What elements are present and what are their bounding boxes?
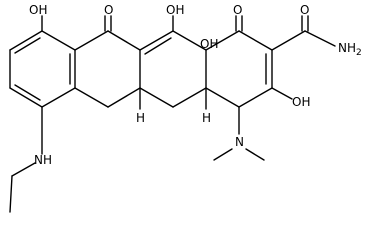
bond	[107, 30, 141, 51]
bond	[205, 87, 240, 108]
bond	[14, 37, 41, 54]
bond	[139, 87, 174, 108]
atom-label-o-ketone-c11: O	[104, 3, 113, 17]
atom-label-h-c4a: H	[202, 111, 211, 125]
bond	[9, 87, 43, 108]
atom-label-oh-c12: OH	[166, 3, 184, 17]
atom-label-o-ketone-c1: O	[233, 3, 242, 17]
bond	[238, 30, 273, 51]
bond	[238, 87, 273, 108]
bond	[205, 30, 240, 51]
bond	[11, 162, 36, 177]
atom-label-nh2: NH2	[338, 41, 362, 58]
atom-label-o-amide: O	[300, 3, 309, 17]
bond	[304, 30, 336, 47]
atom-label-n-dimethyl: N	[235, 135, 244, 149]
bonds	[9, 15, 336, 213]
bond	[172, 30, 207, 51]
atom-label-oh-c12a: OH	[200, 37, 218, 51]
bond	[213, 148, 233, 161]
bond	[107, 87, 141, 108]
bond	[14, 84, 41, 101]
atom-labels: OH O OH OH O O NH2 OH H H N NH	[29, 3, 362, 167]
bond	[74, 87, 109, 108]
bond	[271, 87, 293, 100]
bond	[271, 30, 306, 51]
bond	[139, 30, 174, 51]
bond	[172, 87, 207, 108]
atom-label-h-c5a: H	[136, 111, 145, 125]
bond	[41, 30, 76, 51]
chemical-structure-diagram: OH O OH OH O O NH2 OH H H N NH	[9, 3, 362, 213]
atom-label-oh-c3: OH	[292, 95, 310, 109]
bond	[9, 175, 13, 213]
bond	[9, 30, 43, 51]
bond	[144, 37, 172, 55]
bond	[41, 87, 76, 108]
bond	[245, 148, 265, 161]
atom-label-nh-ethyl: NH	[34, 153, 52, 167]
atom-label-oh-top-left: OH	[29, 3, 47, 17]
bond	[74, 30, 109, 51]
